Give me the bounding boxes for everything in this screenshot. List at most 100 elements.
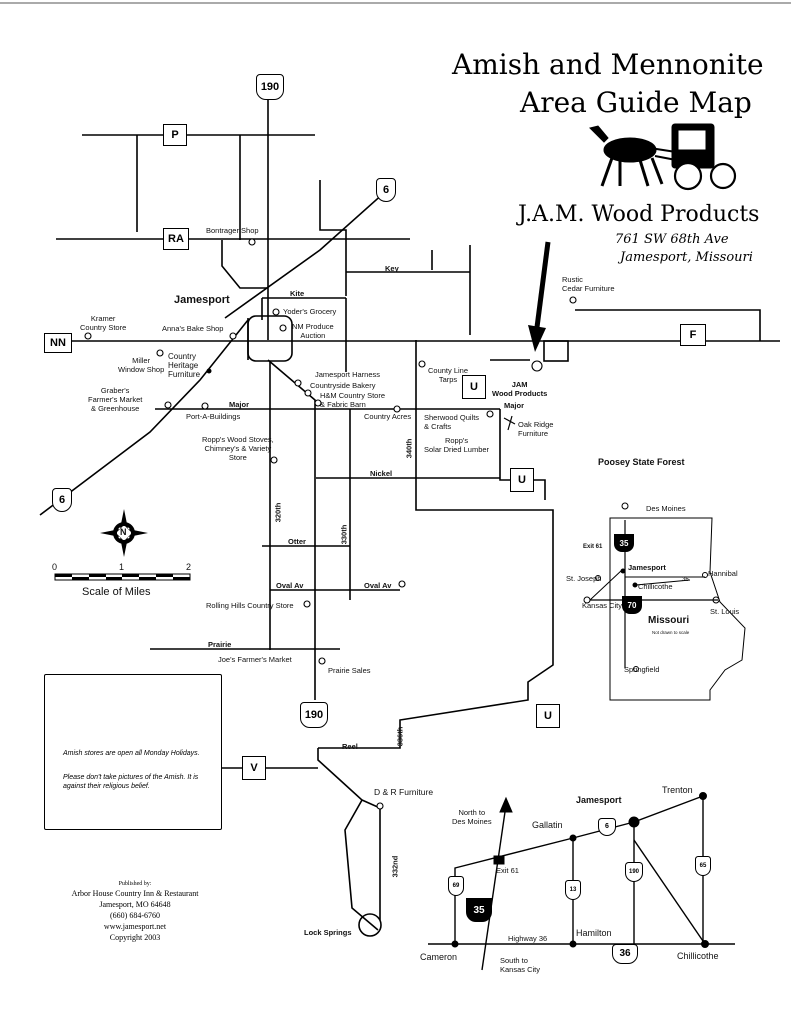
scale-tick-2: 2 xyxy=(186,562,192,572)
notice-holidays: Amish stores are open all Monday Holiday… xyxy=(63,750,200,757)
route-f-shield: F xyxy=(680,324,706,346)
map-subtitle: Area Guide Map xyxy=(520,86,752,119)
notice-box: Amish stores are open all Monday Holiday… xyxy=(44,674,222,830)
road-network xyxy=(39,80,780,937)
route-u-shield-south: U xyxy=(536,704,560,728)
publisher-name: Arbor House Country Inn & Restaurant xyxy=(71,889,199,898)
region-route-69-shield: 69 xyxy=(448,876,464,896)
place-lock-springs: Lock Springs xyxy=(304,928,352,937)
region-route-65-shield: 65 xyxy=(695,856,711,876)
road-oval-av-east: Oval Av xyxy=(364,581,392,590)
notice-photos: Please don't take pictures of the Amish.… xyxy=(63,774,199,790)
company-city: Jamesport, Missouri xyxy=(620,250,753,265)
region-i35-shield: 35 xyxy=(466,898,492,922)
road-330th: 330th xyxy=(339,524,349,545)
highway-6-shield-west: 6 xyxy=(52,488,72,512)
place-country-heritage-furniture: Country Heritage Furniture xyxy=(168,352,201,379)
place-rustic-cedar-furniture: Rustic Cedar Furniture xyxy=(562,275,615,293)
inset-springfield: Springfield xyxy=(624,665,660,674)
map-title: Amish and Mennonite xyxy=(452,48,764,81)
region-trenton: Trenton xyxy=(662,785,693,795)
inset-route-36: 36 xyxy=(682,577,689,583)
place-kramer-country-store: Kramer Country Store xyxy=(80,314,127,332)
place-countryside-bakery: Countryside Bakery xyxy=(310,381,376,390)
compass-rose-icon xyxy=(100,509,148,557)
highway-6-shield-north: 6 xyxy=(376,178,396,202)
road-otter: Otter xyxy=(288,537,306,546)
scale-tick-1: 1 xyxy=(119,562,125,572)
region-route-13-shield: 13 xyxy=(565,880,581,900)
route-v-shield: V xyxy=(242,756,266,780)
place-port-a-buildings: Port-A-Buildings xyxy=(186,412,241,421)
place-nm-produce-auction: NM Produce Auction xyxy=(292,322,334,340)
route-u-shield-middle: U xyxy=(510,468,534,492)
region-route-6-shield: 6 xyxy=(598,818,616,836)
road-nickel: Nickel xyxy=(370,469,393,478)
inset-chillicothe: Chillicothe xyxy=(638,582,673,591)
place-bontrager-shop: Bontrager Shop xyxy=(206,226,259,235)
road-major-west: Major xyxy=(229,400,250,409)
publisher-copyright: Copyright 2003 xyxy=(109,933,161,942)
region-north-to-des-moines: North to Des Moines xyxy=(452,808,492,826)
region-route-36-shield: 36 xyxy=(612,944,638,964)
inset-hannibal: Hannibal xyxy=(708,569,738,578)
road-340th: 340th xyxy=(404,438,414,459)
inset-state-title: Poosey State Forest xyxy=(598,457,685,467)
route-u-shield-north: U xyxy=(462,375,486,399)
road-key: Key xyxy=(385,264,399,273)
scale-label: Scale of Miles xyxy=(82,586,151,598)
amish-buggy-icon xyxy=(589,123,737,191)
publisher-block: Published by: Arbor House Country Inn & … xyxy=(70,880,200,943)
place-miller-window-shop: Miller Window Shop xyxy=(118,356,165,374)
region-hamilton: Hamilton xyxy=(576,928,612,938)
place-prairie-sales: Prairie Sales xyxy=(328,666,371,675)
road-332nd: 332nd xyxy=(390,855,400,878)
region-route-190-shield: 190 xyxy=(625,862,643,882)
route-nn-shield: NN xyxy=(44,333,72,353)
place-ropps-wood-stoves: Ropp's Wood Stoves, Chimney's & Variety … xyxy=(202,435,274,462)
town-jamesport: Jamesport xyxy=(174,294,230,306)
inset-not-to-scale: Not drawn to scale xyxy=(652,630,690,635)
company-name: J.A.M. Wood Products xyxy=(518,202,760,227)
publisher-phone: (660) 684-6760 xyxy=(110,911,160,920)
inset-des-moines: Des Moines xyxy=(646,504,686,513)
publisher-heading: Published by: xyxy=(118,881,152,887)
region-cameron: Cameron xyxy=(420,952,458,962)
place-country-acres: Country Acres xyxy=(364,412,412,421)
publisher-web: www.jamesport.net xyxy=(103,922,167,931)
place-joes-farmers-market: Joe's Farmer's Market xyxy=(218,655,292,664)
route-ra-shield: RA xyxy=(163,228,189,250)
inset-kansas-city: Kansas City xyxy=(582,601,623,610)
road-major-east: Major xyxy=(504,401,525,410)
place-jam-wood-products: JAM Wood Products xyxy=(492,380,548,398)
region-exit-61: Exit 61 xyxy=(496,866,519,875)
region-gallatin: Gallatin xyxy=(532,820,563,830)
inset-i70-shield: 70 xyxy=(622,596,642,614)
place-grabers-farmers-market: Graber's Farmer's Market & Greenhouse xyxy=(88,386,143,413)
place-oak-ridge-furniture: Oak Ridge Furniture xyxy=(518,420,554,438)
inset-jamesport: Jamesport xyxy=(628,563,666,572)
inset-st-louis: St. Louis xyxy=(710,607,740,616)
location-arrow-icon xyxy=(528,241,551,352)
highway-190-shield-north: 190 xyxy=(256,74,284,100)
place-annas-bake-shop: Anna's Bake Shop xyxy=(162,324,224,333)
inset-i35-shield: 35 xyxy=(614,534,634,552)
road-reel: Reel xyxy=(342,742,358,751)
road-336th: 336th xyxy=(395,726,405,747)
place-hm-country-store: H&M Country Store & Fabric Barn xyxy=(320,391,386,409)
company-address: 761 SW 68th Ave xyxy=(615,232,729,247)
road-prairie: Prairie xyxy=(208,640,232,649)
place-markers xyxy=(84,238,577,810)
place-rolling-hills-country-store: Rolling Hills Country Store xyxy=(206,601,294,610)
region-highway-36: Highway 36 xyxy=(508,934,548,943)
road-oval-av-west: Oval Av xyxy=(276,581,304,590)
compass-north-label: N xyxy=(120,527,127,537)
region-jamesport: Jamesport xyxy=(576,795,622,805)
place-sherwood-quilts: Sherwood Quilts & Crafts xyxy=(424,413,480,431)
inset-missouri: Missouri xyxy=(648,615,690,626)
place-jamesport-harness: Jamesport Harness xyxy=(315,370,381,379)
region-south-to-kansas-city: South to Kansas City xyxy=(500,956,541,974)
place-dr-furniture: D & R Furniture xyxy=(374,787,434,797)
road-kite: Kite xyxy=(290,289,305,298)
